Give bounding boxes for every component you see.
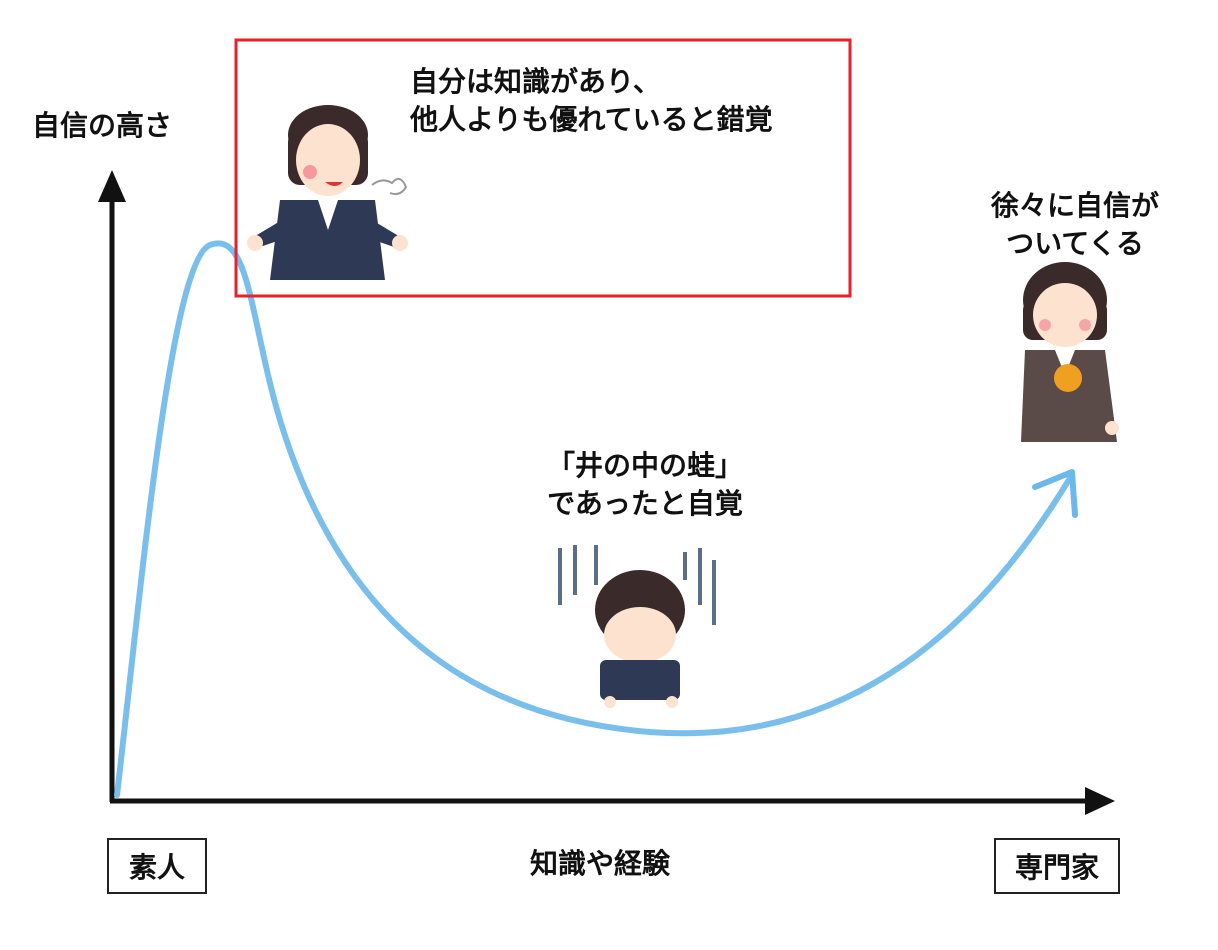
- peak-caption-line-1: 自分は知識があり、: [410, 65, 661, 98]
- rise-caption-line-2: ついてくる: [1006, 227, 1144, 260]
- proud-person-illustration: [247, 105, 408, 280]
- confidence-curve: [114, 240, 1073, 798]
- y-axis-arrowhead: [98, 170, 126, 202]
- valley-caption-line-1: 「井の中の蛙」: [546, 449, 743, 482]
- humbled-person-illustration: [558, 545, 716, 708]
- confident-person-illustration: [1021, 262, 1119, 442]
- y-axis-label: 自信の高さ: [32, 109, 173, 142]
- x-end-label: 専門家: [994, 838, 1120, 894]
- peak-caption-line-2: 他人よりも優れていると錯覚: [410, 103, 773, 136]
- rise-caption-line-1: 徐々に自信が: [990, 189, 1159, 222]
- x-start-label: 素人: [107, 838, 207, 894]
- x-axis-label: 知識や経験: [529, 847, 670, 880]
- curve-arrowhead: [1032, 469, 1078, 518]
- highlight-box: [234, 38, 852, 298]
- x-axis-arrowhead: [1085, 787, 1115, 815]
- valley-caption-line-2: であったと自覚: [547, 487, 743, 520]
